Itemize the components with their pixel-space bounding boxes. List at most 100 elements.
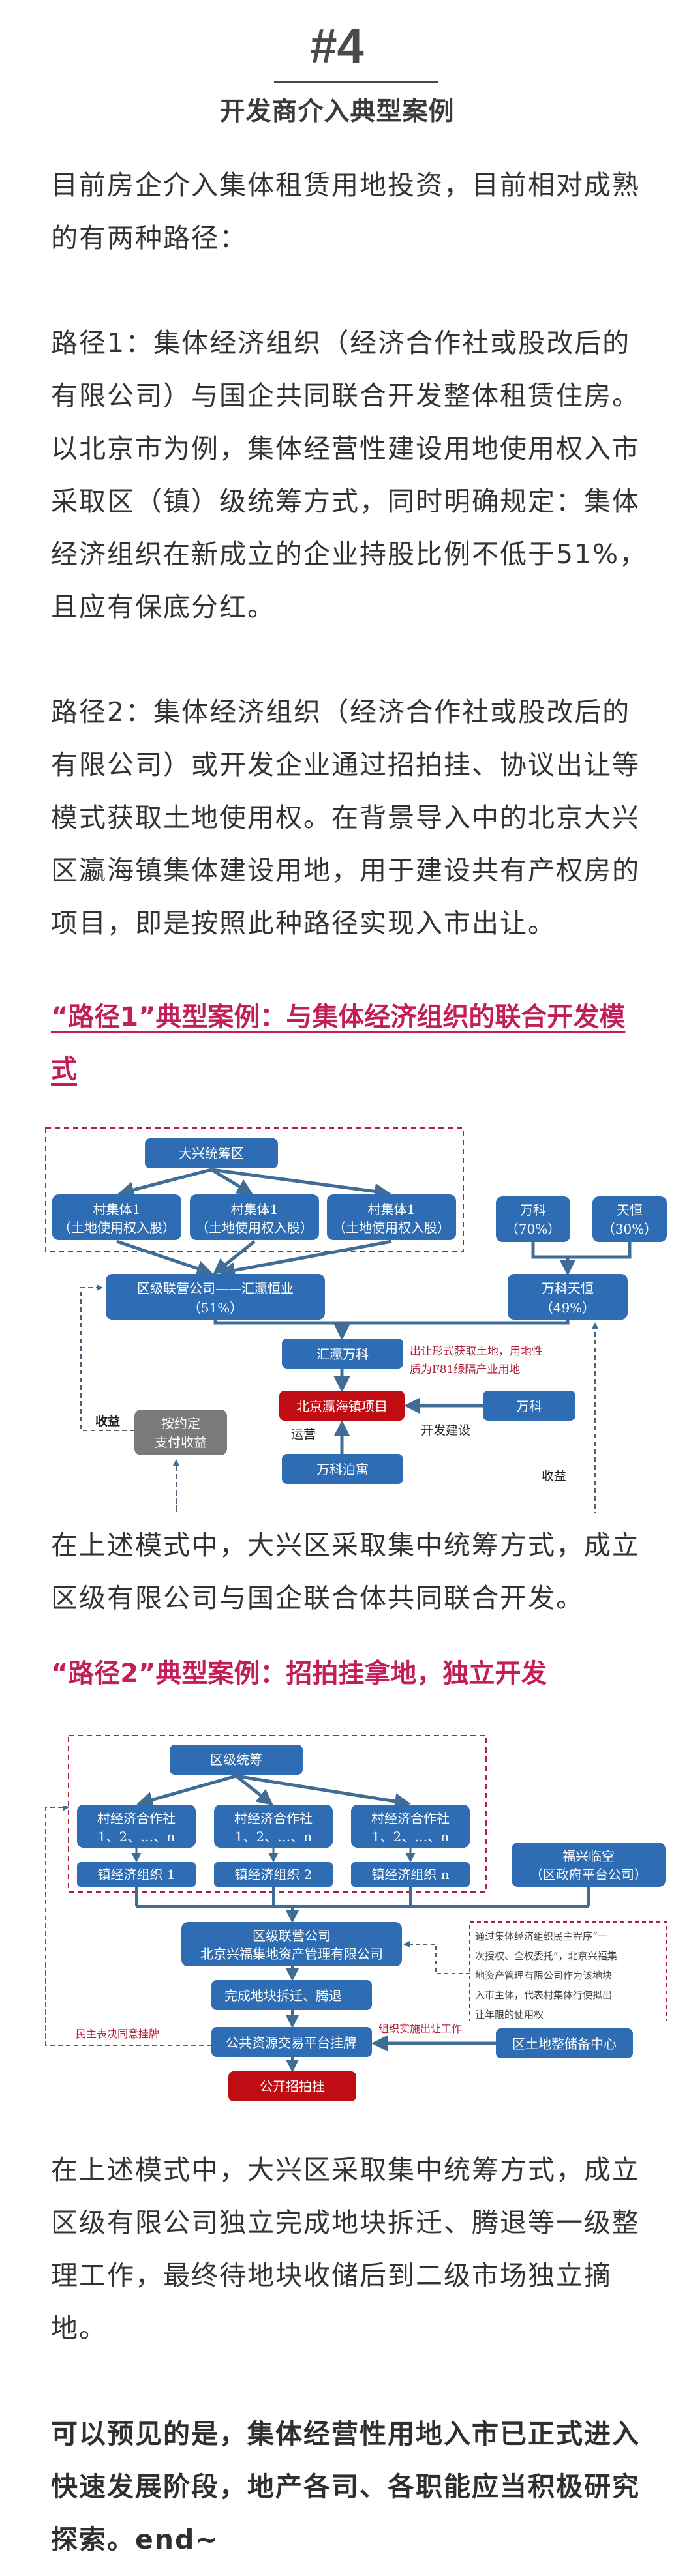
village-title: 村集体1: [231, 1202, 279, 1217]
coop-title: 村经济合作社: [234, 1811, 313, 1826]
case2-summary-line: 在上述模式中，大兴区采取集中统筹方式，成立: [51, 2154, 640, 2185]
path1-line: 有限公司）与国企共同联合开发整体租赁住房。: [51, 380, 640, 411]
vanke-developer-box: [483, 1391, 575, 1421]
path2-line: 区瀛海镇集体建设用地，用于建设共有产权房的: [51, 855, 640, 886]
tianheng-share-box: 天恒 （30%）: [592, 1196, 667, 1242]
payment-box: [134, 1410, 227, 1455]
public-auction-box: [228, 2071, 356, 2101]
village-title: 村集体1: [368, 1202, 416, 1217]
section-divider: [274, 81, 438, 83]
village-title: 村集体1: [93, 1202, 141, 1217]
district-company-box: [181, 1922, 402, 1966]
case2-summary-line: 区级有限公司独立完成地块拆迁、腾退等一级整: [51, 2207, 640, 2238]
vanke-tianheng-box: 万科天恒 （49%）: [508, 1274, 628, 1320]
vanke-title: 万科: [520, 1202, 546, 1218]
case2-summary-line: 理工作，最终待地块收储后到二级市场独立摘: [51, 2260, 612, 2291]
organize-label: 组织实施出让工作: [378, 2022, 462, 2035]
conclusion-line: 可以预见的是，集体经营性用地入市已正式进入: [51, 2418, 640, 2450]
income-right-label: 收益: [542, 1469, 566, 1483]
fuxing-platform-box: [512, 1843, 666, 1887]
fuxing-title: 福兴临空: [562, 1848, 615, 1864]
town-org-box: [214, 1862, 333, 1887]
coop-box: 村经济合作社 1、2、…、n: [77, 1805, 196, 1848]
path2-line: 路径2：集体经济组织（经济合作社或股改后的: [51, 696, 631, 728]
land-reserve-center-box: [496, 2028, 633, 2058]
path1-case-diagram: 大兴统筹区 村集体1 （土地使用权入股） 村集体1 （土地使用权入股） 村集体1…: [45, 1127, 667, 1513]
case1-heading: “路径1”典型案例：与集体经济组织的联合开发模 式: [51, 991, 667, 1095]
coop-sub: 1、2、…、n: [98, 1829, 175, 1844]
coop-box: 村经济合作社 1、2、…、n: [351, 1805, 470, 1848]
vote-label: 民主表决同意挂牌: [76, 2028, 159, 2040]
vanke-developer-label: 万科: [516, 1399, 542, 1414]
coop-title: 村经济合作社: [97, 1811, 176, 1826]
path1-line: 且应有保底分红。: [51, 591, 275, 623]
village-box: 村集体1 （土地使用权入股）: [327, 1194, 456, 1240]
land-note-line: 出让形式获取土地，用地性: [410, 1345, 543, 1358]
land-reserve-center-label: 区土地整储备中心: [512, 2036, 617, 2052]
public-auction-label: 公开招拍挂: [260, 2079, 325, 2094]
path1-line: 以北京市为例，集体经营性建设用地使用权入市: [51, 433, 640, 464]
case1-summary-line: 区级有限公司与国企联合体共同联合开发。: [51, 1582, 584, 1614]
huiying-vanke-box: [282, 1339, 403, 1369]
conclusion-line: 快速发展阶段，地产各司、各职能应当积极研究: [51, 2471, 640, 2502]
trading-platform-label: 公共资源交易平台挂牌: [226, 2035, 356, 2050]
tianheng-title: 天恒: [617, 1202, 643, 1218]
demolition-box: [211, 1980, 372, 2010]
town-org-box: [351, 1862, 470, 1887]
demolition-label: 完成地块拆迁、腾退: [224, 1988, 342, 2004]
case2-heading: “路径2”典型案例：招拍挂拿地，独立开发: [51, 1659, 547, 1689]
income-left-label: 收益: [95, 1414, 120, 1429]
trading-platform-box: [211, 2027, 372, 2057]
authorization-note-line: 通过集体经济组织民主程序“一: [475, 1931, 607, 1942]
authorization-note-line: 次授权、全权委托”，北京兴福集: [475, 1950, 617, 1962]
coop-title: 村经济合作社: [371, 1811, 450, 1826]
district-company-title: 区级联营公司: [253, 1928, 331, 1944]
town-org-label: 镇经济组织 2: [234, 1867, 312, 1882]
vanke-tianheng-title: 万科天恒: [542, 1281, 594, 1296]
payment-line: 支付收益: [155, 1434, 207, 1450]
conclusion-paragraph: 可以预见的是，集体经营性用地入市已正式进入 快速发展阶段，地产各司、各职能应当积…: [51, 2408, 664, 2566]
district-company-title: 区级联营公司——汇瀛恒业: [137, 1281, 294, 1296]
path1-paragraph: 路径1：集体经济组织（经济合作社或股改后的 有限公司）与国企共同联合开发整体租赁…: [51, 317, 664, 634]
huiying-vanke-label: 汇瀛万科: [316, 1346, 369, 1362]
payment-line: 按约定: [161, 1415, 200, 1431]
authorization-note-line: 入市主体，代表村集体行使拟出: [475, 1989, 612, 2001]
case1-summary-line: 在上述模式中，大兴区采取集中统筹方式，成立: [51, 1530, 640, 1561]
section-title: 开发商介入典型案例: [219, 97, 455, 126]
authorization-note-line: 地资产管理有限公司作为该地块: [475, 1970, 612, 1981]
case1-summary: 在上述模式中，大兴区采取集中统筹方式，成立 区级有限公司与国企联合体共同联合开发…: [51, 1519, 664, 1625]
vanke-sub: （70%）: [506, 1221, 560, 1237]
land-note-line: 质为F81绿隔产业用地: [410, 1363, 520, 1376]
path1-line: 路径1：集体经济组织（经济合作社或股改后的: [51, 327, 631, 359]
case2-summary-line: 地。: [51, 2313, 107, 2344]
path2-case-diagram: 区级统筹 村经济合作社 1、2、…、n 村经济合作社 1、2、…、n 村经济合作…: [68, 1735, 667, 2021]
section-number: #4: [310, 19, 364, 73]
path2-line: 有限公司）或开发企业通过招拍挂、协议出让等: [51, 749, 640, 780]
village-box: 村集体1 （土地使用权入股）: [190, 1194, 319, 1240]
daxing-district-label: 大兴统筹区: [179, 1146, 244, 1161]
intro-line: 目前房企介入集体租赁用地投资，目前相对成熟: [51, 170, 640, 201]
vanke-share-box: 万科 （70%）: [496, 1196, 570, 1242]
path1-line: 采取区（镇）级统筹方式，同时明确规定：集体: [51, 486, 640, 517]
village-sub: （土地使用权入股）: [196, 1220, 313, 1236]
authorization-note-line: 让年限的使用权: [475, 2009, 544, 2021]
village-sub: （土地使用权入股）: [333, 1220, 450, 1236]
vanke-boyu-box: [282, 1454, 403, 1484]
coop-sub: 1、2、…、n: [235, 1829, 312, 1844]
district-company-share: （51%）: [188, 1300, 243, 1316]
coop-group-outline: [68, 1735, 487, 1893]
path1-line: 经济组织在新成立的企业持股比例不低于51%，: [51, 539, 648, 570]
yinghai-project-label: 北京瀛海镇项目: [296, 1399, 388, 1414]
district-coordination-label: 区级统筹: [210, 1752, 262, 1768]
village-box: 村集体1 （土地使用权入股）: [52, 1194, 181, 1240]
vote-return-connector: [45, 1806, 69, 2045]
case1-heading-line: 式: [51, 1054, 77, 1084]
conclusion-line: 探索。end~: [51, 2524, 219, 2555]
develop-label: 开发建设: [421, 1423, 470, 1438]
town-org-box: [77, 1862, 196, 1887]
path2-paragraph: 路径2：集体经济组织（经济合作社或股改后的 有限公司）或开发企业通过招拍挂、协议…: [51, 686, 664, 950]
district-company-sub: 北京兴福集地资产管理有限公司: [200, 1946, 383, 1962]
path2-case-diagram-lower: 完成地块拆迁、腾退 公共资源交易平台挂牌 民主表决同意挂牌 组织实施出让工作 区…: [45, 1966, 633, 2101]
daxing-district-box: [145, 1138, 278, 1168]
district-joint-company-box: 区级联营公司——汇瀛恒业 （51%）: [106, 1274, 325, 1320]
